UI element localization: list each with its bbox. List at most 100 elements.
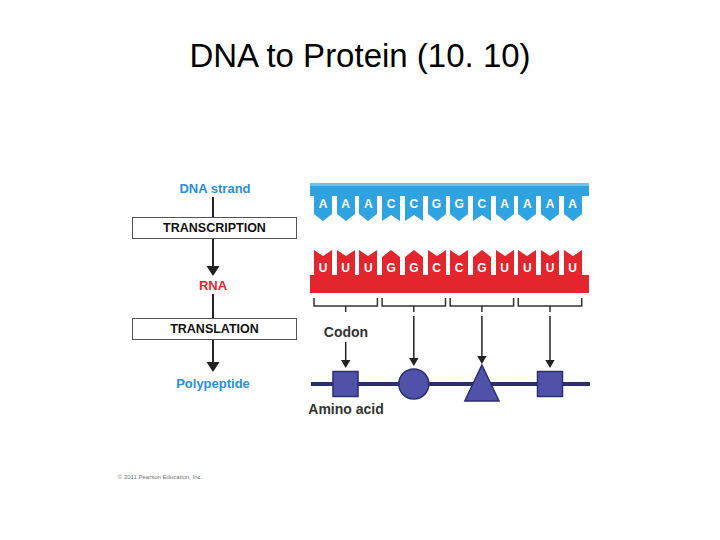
amino-acid-triangle xyxy=(465,365,499,401)
nucleotide-base: G xyxy=(450,194,468,221)
base-outline xyxy=(314,194,332,221)
base-outline xyxy=(314,250,332,277)
nucleotide-base: A xyxy=(337,194,355,221)
arrow-head xyxy=(341,360,350,368)
codon-arrow xyxy=(481,316,483,358)
codon-bracket xyxy=(450,298,513,312)
amino-acid-circle xyxy=(399,369,429,399)
arrow-head xyxy=(207,362,220,372)
base-letter: C xyxy=(405,197,423,211)
nucleotide-base: G xyxy=(382,250,400,277)
nucleotide-base: A xyxy=(314,194,332,221)
base-outline xyxy=(518,194,536,221)
arrow-head xyxy=(545,360,554,368)
base-letter: A xyxy=(496,197,514,211)
base-outline xyxy=(405,250,423,277)
arrow-head xyxy=(477,356,486,364)
nucleotide-base: G xyxy=(405,250,423,277)
rna-backbone xyxy=(310,275,589,293)
process-box: TRANSCRIPTION xyxy=(132,217,297,239)
base-outline xyxy=(541,194,559,221)
base-letter: U xyxy=(496,261,514,275)
base-outline xyxy=(337,250,355,277)
base-outline xyxy=(450,194,468,221)
stage-label: RNA xyxy=(199,278,227,293)
base-letter: U xyxy=(314,261,332,275)
base-letter: A xyxy=(541,197,559,211)
base-letter: U xyxy=(564,261,582,275)
base-letter: C xyxy=(428,261,446,275)
base-letter: A xyxy=(359,197,377,211)
base-letter: G xyxy=(428,197,446,211)
base-letter: U xyxy=(337,261,355,275)
nucleotide-base: U xyxy=(564,250,582,277)
base-outline xyxy=(428,250,446,277)
process-box: TRANSLATION xyxy=(132,318,297,340)
base-outline xyxy=(450,250,468,277)
base-outline xyxy=(564,250,582,277)
nucleotide-base: U xyxy=(518,250,536,277)
nucleotide-base: C xyxy=(450,250,468,277)
base-outline xyxy=(541,250,559,277)
base-letter: A xyxy=(518,197,536,211)
codon-arrow xyxy=(549,316,551,362)
nucleotide-base: C xyxy=(405,194,423,221)
amino-acid-square xyxy=(538,372,563,397)
base-outline xyxy=(382,194,400,221)
base-outline xyxy=(496,194,514,221)
nucleotide-base: A xyxy=(359,194,377,221)
base-letter: A xyxy=(337,197,355,211)
base-letter: C xyxy=(450,261,468,275)
base-outline xyxy=(428,194,446,221)
nucleotide-base: A xyxy=(541,194,559,221)
nucleotide-base: U xyxy=(314,250,332,277)
base-letter: G xyxy=(382,261,400,275)
box-label: TRANSCRIPTION xyxy=(163,221,266,235)
amino-acid-square xyxy=(333,372,358,397)
diagram-title: DNA to Protein (10. 10) xyxy=(0,36,720,76)
nucleotide-base: G xyxy=(473,250,491,277)
codon-arrow xyxy=(345,342,347,362)
base-letter: A xyxy=(314,197,332,211)
base-letter: G xyxy=(405,261,423,275)
base-outline xyxy=(473,194,491,221)
stage-label: Polypeptide xyxy=(176,376,250,391)
base-letter: U xyxy=(541,261,559,275)
base-outline xyxy=(518,250,536,277)
codon-bracket xyxy=(518,298,581,312)
base-letter: U xyxy=(359,261,377,275)
base-letter: G xyxy=(473,261,491,275)
base-outline xyxy=(359,250,377,277)
codon-arrow xyxy=(413,316,415,360)
base-outline xyxy=(473,250,491,277)
stage-label: DNA strand xyxy=(179,181,250,196)
nucleotide-base: C xyxy=(473,194,491,221)
base-outline xyxy=(337,194,355,221)
base-outline xyxy=(359,194,377,221)
base-letter: U xyxy=(518,261,536,275)
nucleotide-base: U xyxy=(359,250,377,277)
base-outline xyxy=(382,250,400,277)
box-label: TRANSLATION xyxy=(170,322,259,336)
base-letter: C xyxy=(382,197,400,211)
nucleotide-base: A xyxy=(564,194,582,221)
nucleotide-base: G xyxy=(428,194,446,221)
nucleotide-base: A xyxy=(496,194,514,221)
nucleotide-base: C xyxy=(428,250,446,277)
base-letter: A xyxy=(564,197,582,211)
nucleotide-base: U xyxy=(337,250,355,277)
nucleotide-base: C xyxy=(382,194,400,221)
nucleotide-base: U xyxy=(541,250,559,277)
arrow-head xyxy=(409,358,418,366)
dna-highlight xyxy=(310,183,589,186)
copyright-note: © 2011 Pearson Education, Inc. xyxy=(118,474,202,480)
nucleotide-base: U xyxy=(496,250,514,277)
base-outline xyxy=(496,250,514,277)
codon-bracket xyxy=(382,298,445,312)
base-letter: C xyxy=(473,197,491,211)
base-outline xyxy=(564,194,582,221)
part-label: Amino acid xyxy=(308,401,383,417)
base-letter: G xyxy=(450,197,468,211)
part-label: Codon xyxy=(324,324,368,340)
